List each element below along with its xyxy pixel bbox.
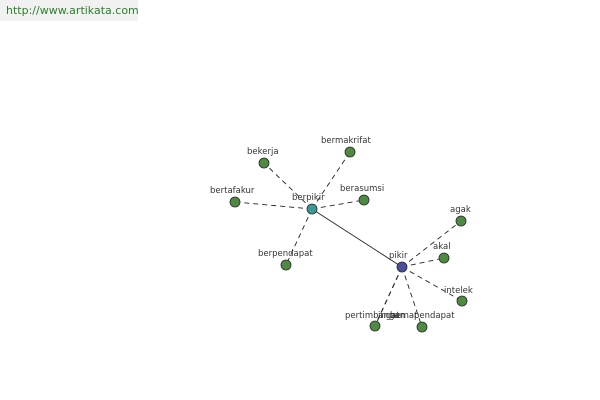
node-label-agak[interactable]: agak	[450, 205, 471, 215]
edge-berpikir-berpendapat	[285, 208, 313, 266]
edges-layer	[234, 151, 463, 328]
edge-berpikir-bermakrifat	[311, 151, 351, 210]
edge-pikir-hemat	[374, 266, 403, 327]
edge-berpikir-pikir	[311, 208, 403, 268]
edge-pikir-akal	[401, 257, 445, 268]
nodes-layer	[229, 146, 468, 333]
edge-pikir-intelek	[401, 266, 463, 302]
node-label-ingat[interactable]: ingat	[378, 311, 400, 321]
node-berpendapat[interactable]	[280, 259, 292, 271]
source-url[interactable]: http://www.artikata.com	[0, 0, 139, 21]
node-label-akal[interactable]: akal	[433, 242, 451, 252]
node-bekerja[interactable]	[258, 157, 270, 169]
node-label-bekerja[interactable]: bekerja	[247, 147, 279, 157]
node-pertimbangan[interactable]	[369, 320, 381, 332]
node-pendapat[interactable]	[416, 321, 428, 333]
node-berpikir[interactable]	[306, 203, 318, 215]
node-bertafakur[interactable]	[229, 196, 241, 208]
node-label-berpendapat[interactable]: berpendapat	[258, 249, 313, 259]
edge-pikir-pendapat	[401, 266, 423, 328]
node-akal[interactable]	[438, 252, 450, 264]
node-label-pendapat[interactable]: pendapat	[414, 311, 455, 321]
node-label-intelek[interactable]: intelek	[444, 286, 473, 296]
edge-berpikir-bekerja	[263, 162, 313, 210]
node-label-pikir[interactable]: pikir	[389, 251, 408, 261]
node-berasumsi[interactable]	[358, 194, 370, 206]
edge-pikir-agak	[401, 220, 462, 268]
node-label-hemat[interactable]: hemat	[390, 311, 418, 321]
node-label-bertafakur[interactable]: bertafakur	[210, 186, 255, 196]
node-agak[interactable]	[455, 215, 467, 227]
labels-layer: berpikir pikir bekerja bermakrifat bertafaku…	[210, 136, 473, 321]
node-label-berasumsi[interactable]: berasumsi	[340, 184, 384, 194]
node-label-pertimbangan[interactable]: pertimbangan	[345, 311, 405, 321]
node-label-bermakrifat[interactable]: bermakrifat	[321, 136, 371, 146]
edge-berpikir-bertafakur	[234, 201, 313, 210]
node-label-berpikir[interactable]: berpikir	[292, 193, 325, 203]
node-bermakrifat[interactable]	[344, 146, 356, 158]
node-intelek[interactable]	[456, 295, 468, 307]
node-pikir[interactable]	[396, 261, 408, 273]
